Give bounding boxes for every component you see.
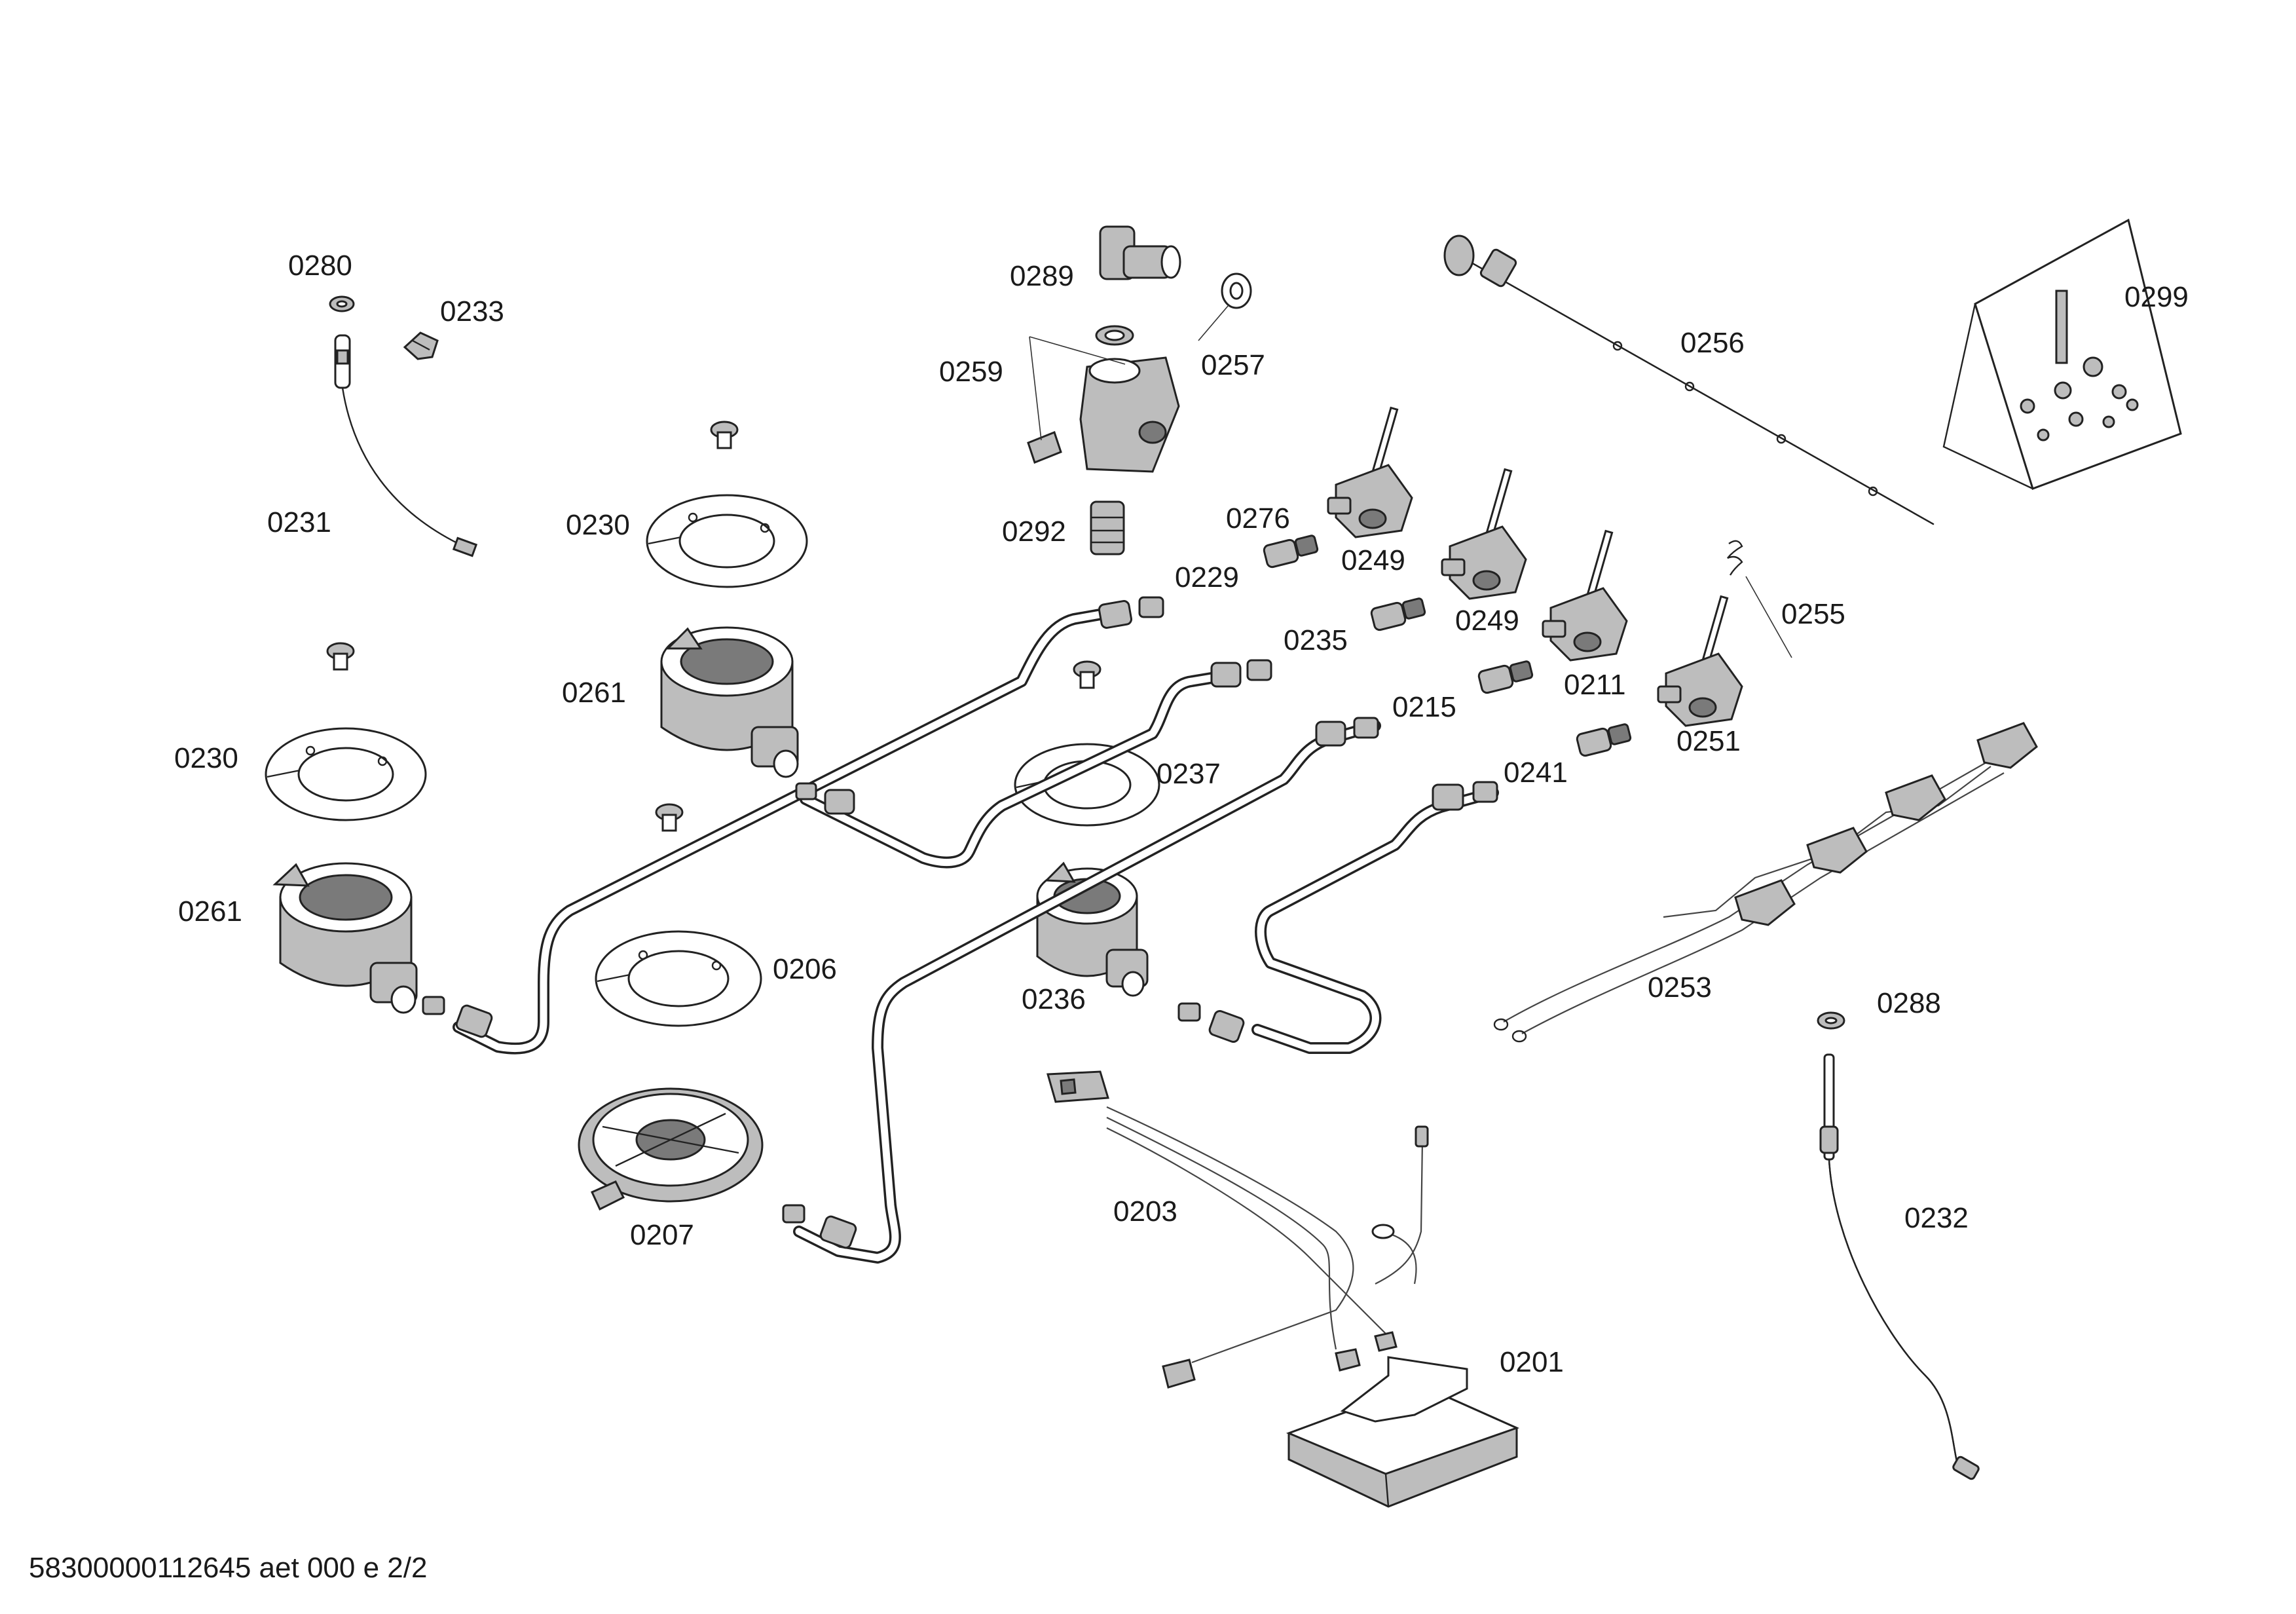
injector-0241 (1576, 723, 1632, 757)
label-0276: 0276 (1226, 502, 1290, 535)
label-0249-b: 0249 (1455, 605, 1519, 637)
label-0207: 0207 (630, 1219, 694, 1251)
ignition-unit-0201 (1286, 1356, 1520, 1508)
pipe-fittings (422, 596, 1498, 1249)
injector-0276 (1263, 535, 1319, 569)
burner-cup-0261-upper (660, 626, 799, 778)
screw-left (326, 642, 355, 671)
gas-pipe-0235 (800, 669, 1237, 869)
screw-upper (710, 421, 739, 449)
elbow-0289 (1099, 225, 1181, 280)
label-0229: 0229 (1175, 561, 1239, 593)
label-0230-upper: 0230 (566, 509, 630, 541)
gasket-0206 (595, 930, 762, 1027)
gas-pipe-0229 (453, 609, 1106, 1055)
label-0299: 0299 (2124, 281, 2189, 313)
label-0249-a: 0249 (1341, 544, 1405, 576)
label-0215: 0215 (1392, 691, 1456, 723)
gas-pipe-0241 (1251, 787, 1499, 1054)
label-0241: 0241 (1504, 757, 1568, 789)
gas-valve-0211 (1542, 529, 1628, 662)
label-0261-upper: 0261 (562, 677, 626, 709)
rail-0256 (1443, 235, 1935, 525)
label-0292: 0292 (1002, 516, 1066, 548)
gas-valve-0249-b (1441, 468, 1527, 600)
thermocouple-0231 (334, 334, 478, 557)
label-0288: 0288 (1877, 987, 1941, 1019)
washer-0288 (1817, 1011, 1845, 1030)
gasket-0237 (1014, 743, 1160, 827)
gasket-0230-lower (265, 727, 427, 821)
label-0253: 0253 (1648, 971, 1712, 1004)
gas-pipe-0215 (793, 720, 1381, 1264)
label-0211: 0211 (1564, 669, 1626, 701)
parts-kit-0299 (1942, 218, 2182, 490)
spring-0255 (1727, 540, 1743, 576)
label-0201: 0201 (1500, 1346, 1564, 1378)
label-0203: 0203 (1113, 1195, 1177, 1228)
label-0206: 0206 (773, 953, 837, 985)
wiring-0203 (1046, 1070, 1429, 1389)
label-0261-lower: 0261 (178, 895, 242, 928)
regulator-0259 (1027, 356, 1180, 473)
label-0259: 0259 (939, 356, 1003, 388)
injector-0215 (1477, 660, 1534, 694)
clip-0233 (403, 331, 439, 360)
label-0233: 0233 (440, 295, 504, 328)
gas-valve-0249-a (1327, 406, 1413, 538)
washer-0257 (1221, 272, 1252, 309)
ignition-harness-0253 (1493, 722, 2038, 1043)
label-0289: 0289 (1010, 260, 1074, 292)
label-0257: 0257 (1201, 349, 1265, 381)
label-0232: 0232 (1904, 1202, 1969, 1234)
document-footer: 58300000112645 aet 000 e 2/2 (29, 1552, 427, 1584)
label-0251: 0251 (1676, 725, 1741, 757)
thermocouple-0232 (1819, 1053, 1980, 1480)
injector-0235 (1370, 597, 1426, 631)
label-0235: 0235 (1284, 624, 1348, 656)
burner-cup-0236 (1036, 861, 1149, 997)
screw-lower (655, 803, 684, 832)
burner-base-0207 (578, 1087, 764, 1211)
label-0230-lower: 0230 (174, 742, 238, 774)
burner-cup-0261-lower (272, 862, 418, 1014)
label-0280: 0280 (288, 250, 352, 282)
gas-valve-0251 (1657, 595, 1743, 727)
screw-mid (1073, 660, 1102, 689)
label-0255: 0255 (1781, 598, 1845, 630)
label-0256: 0256 (1680, 327, 1745, 359)
label-0237: 0237 (1157, 758, 1221, 790)
leader-lines (1029, 305, 1792, 658)
washer-small (1095, 325, 1134, 346)
washer-0280 (329, 295, 355, 312)
nipple-0292 (1090, 500, 1125, 555)
gasket-0230-upper (646, 494, 808, 588)
label-0236: 0236 (1022, 983, 1086, 1015)
label-0231: 0231 (267, 506, 331, 538)
